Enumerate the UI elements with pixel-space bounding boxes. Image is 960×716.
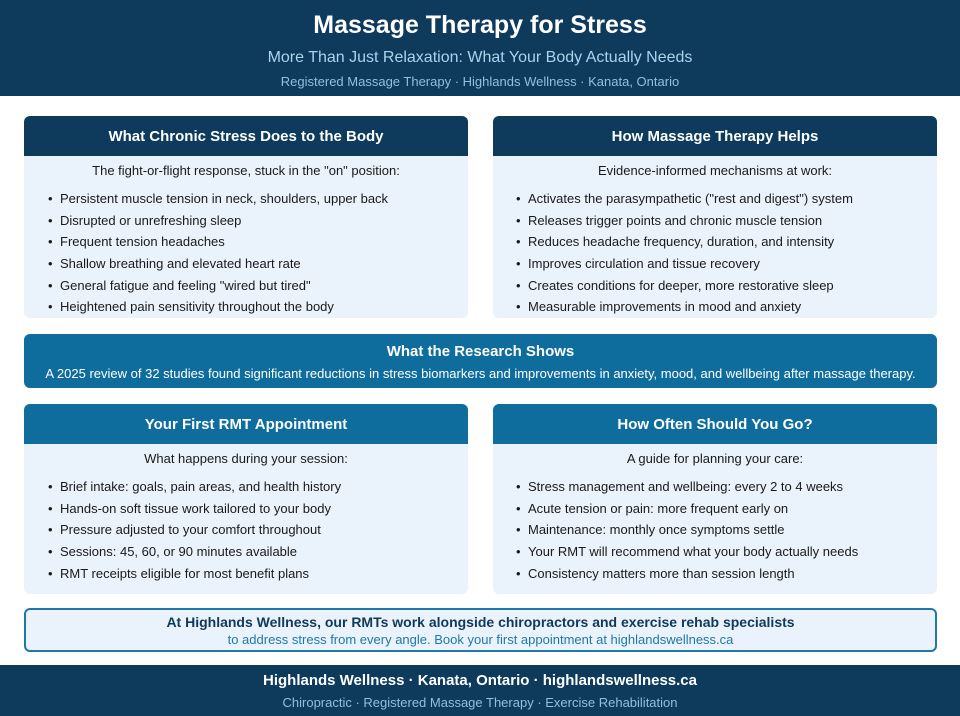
callout-box: At Highlands Wellness, our RMTs work alo… (24, 608, 937, 652)
list-item-text: Disrupted or unrefreshing sleep (60, 212, 242, 228)
page-meta: Registered Massage Therapy · Highlands W… (280, 74, 680, 89)
research-banner: What the Research Shows A 2025 review of… (24, 334, 937, 388)
card-how-often: How Often Should You Go? A guide for pla… (493, 404, 937, 594)
list-item: • Improves circulation and tissue recover… (516, 253, 937, 275)
list-item: • Maintenance: monthly once symptoms sett… (516, 519, 937, 541)
bullet-icon: • (516, 544, 521, 560)
callout-headline: At Highlands Wellness, our RMTs work alo… (166, 614, 795, 630)
card-title: How Often Should You Go? (493, 404, 937, 444)
list-item: • General fatigue and feeling "wired but … (48, 275, 468, 297)
bullet-icon: • (48, 522, 53, 538)
footer-services: Chiropractic · Registered Massage Therap… (282, 695, 678, 710)
bullet-icon: • (48, 277, 53, 293)
list-item: • Releases trigger points and chronic mus… (516, 210, 937, 232)
bullet-icon: • (516, 212, 521, 228)
list-item-text: Pressure adjusted to your comfort throug… (60, 522, 321, 538)
card-title: What Chronic Stress Does to the Body (24, 116, 468, 156)
bullet-icon: • (48, 234, 53, 250)
list-item-text: Acute tension or pain: more frequent ear… (528, 500, 789, 516)
bullet-icon: • (516, 191, 521, 206)
card-first-appointment: Your First RMT Appointment What happens … (24, 404, 468, 594)
list-item-text: Measurable improvements in mood and anxi… (528, 299, 802, 315)
list-item: • RMT receipts eligible for most benefit … (48, 563, 468, 585)
list-item-text: Stress management and wellbeing: every 2… (528, 479, 844, 494)
bullet-icon: • (516, 256, 521, 272)
bullet-icon: • (516, 565, 521, 581)
bullet-icon: • (48, 256, 53, 272)
card-intro: The fight-or-flight response, stuck in t… (92, 163, 400, 178)
list-item: • Frequent tension headaches (48, 231, 468, 253)
list-item-text: Consistency matters more than session le… (528, 565, 795, 581)
card-list: • Activates the parasympathetic ("rest an… (493, 188, 937, 318)
research-text: A 2025 review of 32 studies found signif… (45, 366, 916, 381)
page-subtitle: More Than Just Relaxation: What Your Bod… (267, 49, 693, 66)
list-item-text: Creates conditions for deeper, more rest… (528, 277, 834, 293)
card-title: How Massage Therapy Helps (493, 116, 937, 156)
list-item: • Brief intake: goals, pain areas, and he… (48, 476, 468, 498)
page-footer: Highlands Wellness · Kanata, Ontario · h… (0, 665, 960, 716)
bullet-icon: • (516, 299, 521, 315)
list-item: • Disrupted or unrefreshing sleep (48, 210, 468, 232)
callout-text: to address stress from every angle. Book… (227, 632, 734, 647)
list-item-text: Sessions: 45, 60, or 90 minutes availabl… (60, 544, 298, 560)
list-item: • Pressure adjusted to your comfort throu… (48, 519, 468, 541)
page-title: Massage Therapy for Stress (313, 11, 647, 39)
bullet-icon: • (48, 299, 53, 315)
list-item: • Heightened pain sensitivity throughout … (48, 296, 468, 318)
page-header: Massage Therapy for Stress More Than Jus… (0, 0, 960, 96)
list-item-text: Frequent tension headaches (60, 234, 225, 250)
bullet-icon: • (48, 500, 53, 516)
card-intro: A guide for planning your care: (626, 451, 804, 466)
list-item-text: Heightened pain sensitivity throughout t… (60, 299, 334, 315)
card-list: • Stress management and wellbeing: every … (493, 476, 937, 584)
list-item: • Reduces headache frequency, duration, a… (516, 231, 937, 253)
bullet-icon: • (48, 565, 53, 581)
bullet-icon: • (516, 277, 521, 293)
list-item-text: Hands-on soft tissue work tailored to yo… (60, 500, 331, 516)
list-item-text: Activates the parasympathetic ("rest and… (528, 191, 853, 206)
card-title: Your First RMT Appointment (24, 404, 468, 444)
bullet-icon: • (48, 191, 53, 206)
card-chronic-stress: What Chronic Stress Does to the Body The… (24, 116, 468, 318)
list-item-text: Persistent muscle tension in neck, shoul… (60, 191, 389, 206)
list-item: • Sessions: 45, 60, or 90 minutes availab… (48, 541, 468, 563)
list-item: • Persistent muscle tension in neck, shou… (48, 188, 468, 210)
list-item: • Acute tension or pain: more frequent ea… (516, 498, 937, 520)
list-item-text: Releases trigger points and chronic musc… (528, 212, 823, 228)
list-item-text: Your RMT will recommend what your body a… (528, 544, 859, 560)
bullet-icon: • (48, 479, 53, 494)
card-intro: Evidence-informed mechanisms at work: (597, 163, 833, 178)
list-item: • Consistency matters more than session l… (516, 563, 937, 585)
bullet-icon: • (516, 522, 521, 538)
list-item: • Measurable improvements in mood and anx… (516, 296, 937, 318)
list-item: • Stress management and wellbeing: every … (516, 476, 937, 498)
list-item: • Shallow breathing and elevated heart ra… (48, 253, 468, 275)
list-item-text: Reduces headache frequency, duration, an… (528, 234, 835, 250)
list-item-text: Improves circulation and tissue recovery (528, 256, 760, 272)
footer-main: Highlands Wellness · Kanata, Ontario · h… (263, 672, 697, 689)
card-list: • Brief intake: goals, pain areas, and he… (24, 476, 468, 584)
list-item: • Activates the parasympathetic ("rest an… (516, 188, 937, 210)
list-item-text: Maintenance: monthly once symptoms settl… (528, 522, 785, 538)
card-massage-helps: How Massage Therapy Helps Evidence-infor… (493, 116, 937, 318)
list-item: • Creates conditions for deeper, more res… (516, 275, 937, 297)
list-item: • Your RMT will recommend what your body … (516, 541, 937, 563)
list-item-text: Shallow breathing and elevated heart rat… (60, 256, 301, 272)
bullet-icon: • (516, 500, 521, 516)
list-item: • Hands-on soft tissue work tailored to y… (48, 498, 468, 520)
bullet-icon: • (516, 479, 521, 494)
research-title: What the Research Shows (386, 343, 575, 360)
card-intro: What happens during your session: (144, 451, 348, 466)
card-list: • Persistent muscle tension in neck, shou… (24, 188, 468, 318)
list-item-text: RMT receipts eligible for most benefit p… (60, 565, 310, 581)
list-item-text: General fatigue and feeling "wired but t… (60, 277, 311, 293)
bullet-icon: • (48, 212, 53, 228)
bullet-icon: • (48, 544, 53, 560)
list-item-text: Brief intake: goals, pain areas, and hea… (60, 479, 342, 494)
bullet-icon: • (516, 234, 521, 250)
